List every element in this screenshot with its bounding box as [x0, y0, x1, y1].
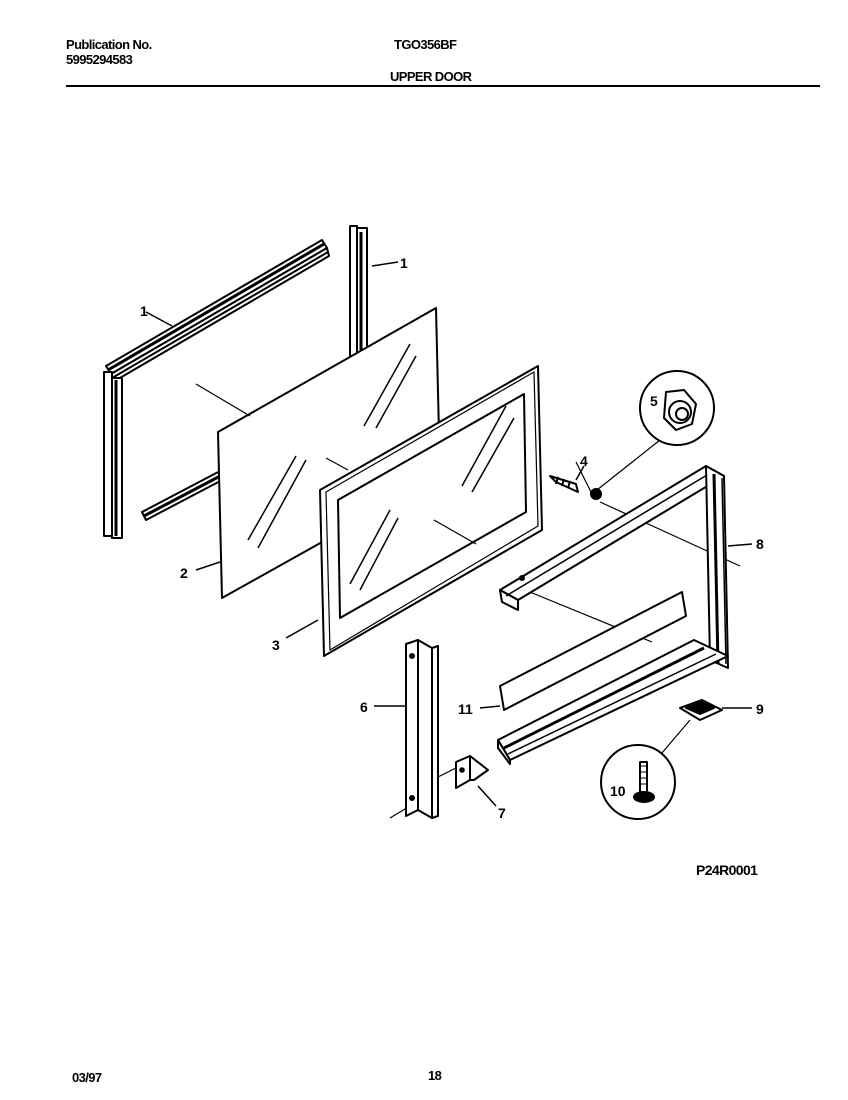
callout-3: 3 [272, 637, 280, 653]
part-8-door-frame [497, 465, 729, 765]
callout-9: 9 [756, 701, 764, 717]
callout-8: 8 [756, 536, 764, 552]
part-9-clip [679, 699, 723, 721]
diagram-code: P24R0001 [696, 862, 758, 878]
callout-5: 5 [650, 393, 658, 409]
callout-11: 11 [458, 701, 473, 717]
model-number: TGO356BF [394, 37, 457, 52]
part-4-screw [549, 475, 579, 493]
publication-label: Publication No. [66, 37, 152, 52]
part-11-strip [499, 591, 687, 711]
callout-1a: 1 [140, 303, 148, 319]
part-10-screw [600, 744, 676, 820]
header-rule [66, 85, 820, 87]
callout-4: 4 [580, 453, 588, 469]
publication-number: 5995294583 [66, 52, 133, 67]
callout-6: 6 [360, 699, 368, 715]
callout-10: 10 [610, 783, 626, 799]
callout-7: 7 [498, 805, 506, 821]
part-1-vertical-channel [349, 225, 368, 357]
part-1-left-channel [103, 371, 123, 539]
part-7-bracket [455, 755, 489, 789]
callout-leaders [145, 261, 753, 807]
page-number: 18 [428, 1068, 442, 1083]
part-3-inner-door-panel [319, 365, 543, 657]
callout-2: 2 [180, 565, 188, 581]
part-1-bottom-channel [141, 469, 227, 521]
section-title: UPPER DOOR [390, 69, 472, 84]
part-6-side-channel [405, 639, 439, 819]
part-1-top-channel [105, 239, 330, 383]
callout-1b: 1 [400, 255, 408, 271]
footer-date: 03/97 [72, 1070, 102, 1085]
part-5-nut [590, 370, 715, 500]
